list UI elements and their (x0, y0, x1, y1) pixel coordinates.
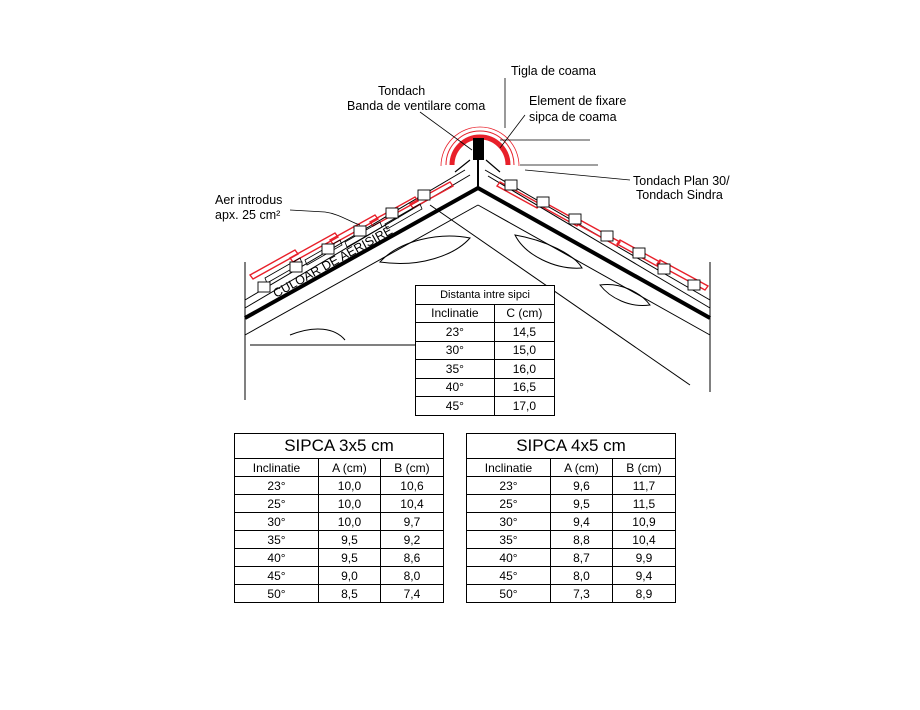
table-cell: 9,5 (549, 494, 613, 513)
label-element: Element de fixare (529, 94, 626, 108)
table-a-header: Inclinatie (234, 458, 319, 477)
table-cell: 40° (415, 377, 495, 397)
table-a-header: A (cm) (317, 458, 381, 477)
label-tigla: Tigla de coama (511, 64, 596, 78)
table-a-header: B (cm) (379, 458, 445, 477)
table-cell: 30° (466, 512, 551, 531)
table-cell: 23° (234, 476, 319, 495)
label-banda: Banda de ventilare coma (347, 99, 485, 113)
table-cell: 10,6 (379, 476, 445, 495)
table-c-header: C (cm) (493, 303, 556, 323)
table-cell: 9,9 (611, 548, 677, 567)
table-cell: 16,5 (493, 377, 556, 397)
table-cell: 25° (466, 494, 551, 513)
table-distanta: Distanta intre sipci Inclinatie C (cm) 2… (415, 285, 556, 416)
table-cell: 45° (466, 566, 551, 585)
table-row: 30°15,0 (415, 340, 556, 360)
table-cell: 30° (415, 340, 495, 360)
table-cell: 9,4 (611, 566, 677, 585)
table-cell: 50° (234, 584, 319, 603)
table-cell: 25° (234, 494, 319, 513)
table-cell: 9,5 (317, 530, 381, 549)
table-cell: 9,0 (317, 566, 381, 585)
leader-lines (289, 78, 631, 226)
table-cell: 8,5 (317, 584, 381, 603)
table-cell: 9,2 (379, 530, 445, 549)
table-b-header: Inclinatie (466, 458, 551, 477)
table-cell: 11,5 (611, 494, 677, 513)
ridge-cap (440, 126, 520, 188)
table-a-title: SIPCA 3x5 cm (234, 433, 444, 459)
table-cell: 45° (415, 396, 495, 416)
label-tondach: Tondach (378, 84, 425, 98)
table-cell: 9,6 (549, 476, 613, 495)
table-cell: 8,0 (549, 566, 613, 585)
table-c-title: Distanta intre sipci (415, 285, 555, 305)
table-c-header: Inclinatie (415, 303, 495, 323)
table-cell: 23° (415, 322, 495, 342)
table-cell: 23° (466, 476, 551, 495)
table-row: 40°16,5 (415, 377, 556, 397)
table-sipca-3x5: SIPCA 3x5 cm Inclinatie A (cm) B (cm) 23… (234, 433, 445, 603)
table-cell: 50° (466, 584, 551, 603)
table-b-title: SIPCA 4x5 cm (466, 433, 676, 459)
table-row: 45°17,0 (415, 396, 556, 416)
table-cell: 10,0 (317, 494, 381, 513)
table-cell: 14,5 (493, 322, 556, 342)
table-cell: 8,8 (549, 530, 613, 549)
table-sipca-4x5: SIPCA 4x5 cm Inclinatie A (cm) B (cm) 23… (466, 433, 677, 603)
table-cell: 10,0 (317, 512, 381, 531)
table-row: 23°14,5 (415, 322, 556, 342)
table-cell: 10,0 (317, 476, 381, 495)
table-cell: 9,5 (317, 548, 381, 567)
table-cell: 10,9 (611, 512, 677, 531)
table-row: 35°16,0 (415, 359, 556, 379)
table-cell: 35° (415, 359, 495, 379)
table-cell: 9,4 (549, 512, 613, 531)
roof-structure (244, 169, 711, 386)
table-cell: 16,0 (493, 359, 556, 379)
table-cell: 40° (466, 548, 551, 567)
label-apx: apx. 25 cm² (215, 208, 280, 222)
table-cell: 40° (234, 548, 319, 567)
table-cell: 11,7 (611, 476, 677, 495)
table-cell: 7,3 (549, 584, 613, 603)
label-sipca-coama: sipca de coama (529, 110, 617, 124)
table-cell: 10,4 (611, 530, 677, 549)
label-sindra: Tondach Sindra (636, 188, 723, 202)
table-cell: 35° (234, 530, 319, 549)
table-b-header: A (cm) (549, 458, 613, 477)
table-cell: 10,4 (379, 494, 445, 513)
table-cell: 15,0 (493, 340, 556, 360)
label-aer: Aer introdus (215, 193, 282, 207)
label-plan: Tondach Plan 30/ (633, 174, 730, 188)
table-cell: 8,9 (611, 584, 677, 603)
table-cell: 8,7 (549, 548, 613, 567)
battens (257, 179, 701, 293)
table-cell: 8,6 (379, 548, 445, 567)
table-cell: 35° (466, 530, 551, 549)
table-b-header: B (cm) (611, 458, 677, 477)
table-cell: 45° (234, 566, 319, 585)
table-cell: 17,0 (493, 396, 556, 416)
table-cell: 8,0 (379, 566, 445, 585)
table-cell: 30° (234, 512, 319, 531)
table-cell: 7,4 (379, 584, 445, 603)
table-cell: 9,7 (379, 512, 445, 531)
